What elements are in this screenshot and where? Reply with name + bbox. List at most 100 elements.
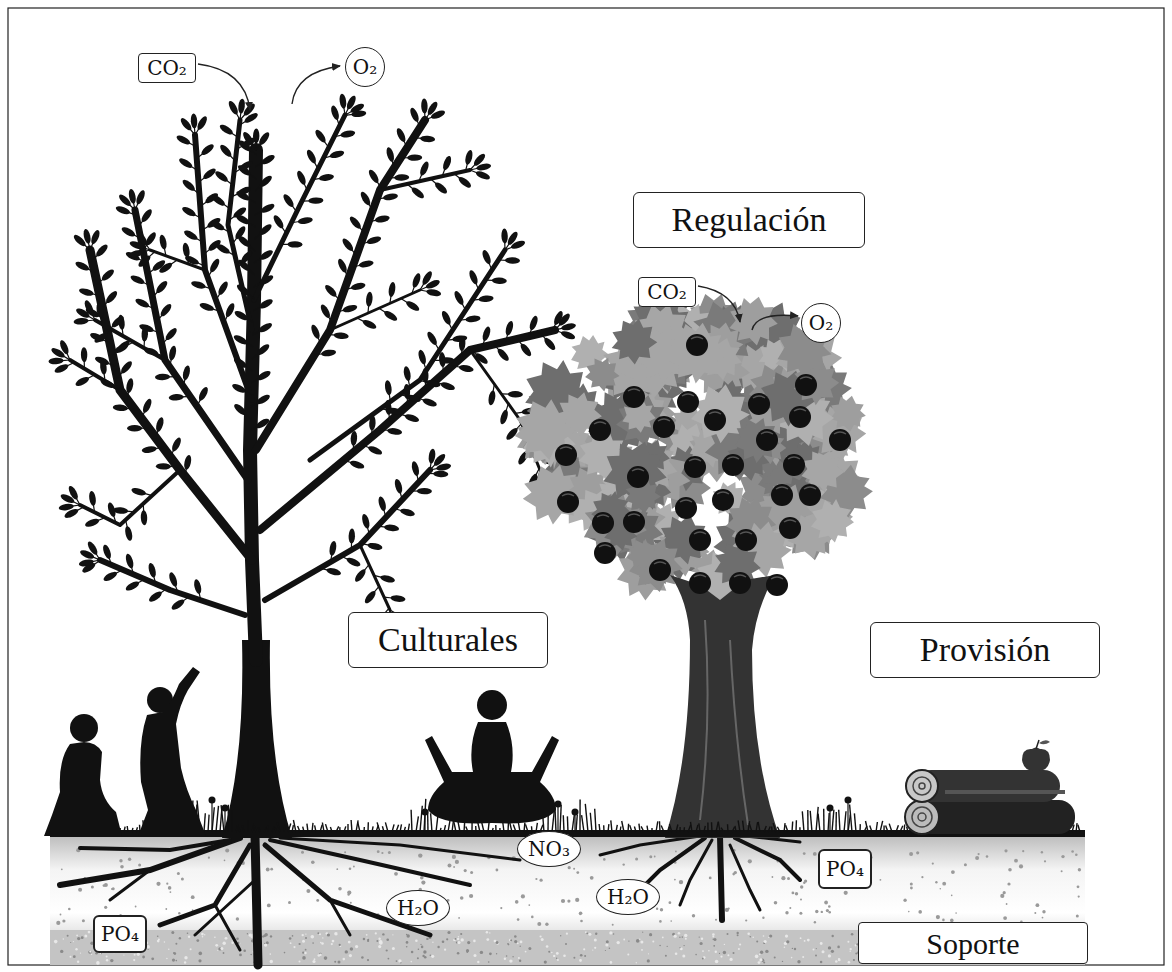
leaf bbox=[505, 257, 520, 264]
grass-blade bbox=[850, 805, 852, 833]
fruit-highlight bbox=[597, 515, 609, 517]
fruit-highlight bbox=[562, 494, 574, 496]
gravel-dot bbox=[540, 935, 542, 937]
gravel-dot bbox=[407, 934, 410, 937]
grass-blade bbox=[870, 825, 872, 832]
flower-stem bbox=[211, 800, 212, 832]
leaf bbox=[404, 413, 420, 424]
grass-blade bbox=[764, 826, 766, 832]
gravel-dot bbox=[249, 934, 252, 937]
grass-blade bbox=[499, 828, 501, 832]
soil-dot bbox=[670, 920, 672, 922]
leaf bbox=[353, 568, 367, 584]
leaf bbox=[339, 93, 348, 109]
leaf bbox=[367, 542, 383, 551]
gravel-dot bbox=[174, 952, 177, 955]
gravel-dot bbox=[764, 940, 767, 943]
frame bbox=[8, 8, 1164, 965]
gravel-dot bbox=[565, 943, 567, 945]
leaf bbox=[367, 168, 380, 184]
leaf bbox=[99, 377, 115, 389]
grass-blade bbox=[567, 816, 569, 832]
leaf bbox=[214, 169, 230, 183]
soil-dot bbox=[455, 860, 459, 864]
soil-dot bbox=[921, 876, 923, 878]
tree-branch bbox=[330, 290, 420, 330]
soil-dot bbox=[803, 852, 806, 855]
leaf bbox=[128, 249, 144, 259]
leaf bbox=[179, 116, 193, 132]
leaf bbox=[458, 364, 474, 373]
soil-dot bbox=[844, 891, 848, 895]
gravel-dot bbox=[188, 936, 190, 938]
leaf bbox=[141, 445, 157, 454]
soil-dot bbox=[1008, 868, 1012, 872]
gravel-dot bbox=[712, 935, 714, 937]
gravel-dot bbox=[290, 942, 292, 944]
gravel-dot bbox=[662, 937, 664, 939]
soil-dot bbox=[178, 912, 180, 914]
soil-dot bbox=[656, 908, 658, 910]
gravel-dot bbox=[665, 955, 667, 957]
fruit bbox=[649, 559, 671, 581]
leaf bbox=[403, 366, 412, 382]
gravel-dot bbox=[172, 959, 175, 962]
leaf bbox=[308, 197, 323, 204]
soil-dot bbox=[236, 917, 239, 920]
gravel-dot bbox=[305, 949, 307, 951]
leaf bbox=[272, 214, 286, 230]
soil-dot bbox=[225, 849, 229, 853]
leaf bbox=[58, 339, 70, 355]
grass-blade bbox=[372, 826, 373, 832]
fruit-highlight bbox=[654, 562, 666, 564]
gravel-dot bbox=[760, 951, 763, 954]
leaf bbox=[421, 98, 428, 113]
grass-blade bbox=[408, 824, 409, 832]
grass-blade bbox=[382, 826, 384, 832]
flower bbox=[422, 809, 429, 816]
grass-blade bbox=[627, 824, 629, 832]
gravel-dot bbox=[609, 931, 612, 934]
fruit bbox=[555, 444, 577, 466]
gravel-dot bbox=[80, 953, 81, 954]
leaf bbox=[232, 206, 248, 220]
gravel-dot bbox=[81, 936, 84, 939]
soil-dot bbox=[521, 894, 525, 898]
fruit bbox=[689, 529, 711, 551]
tree-branch bbox=[100, 560, 245, 615]
gravel-dot bbox=[510, 939, 512, 941]
leaf bbox=[410, 186, 426, 200]
soil-dot bbox=[1075, 854, 1078, 857]
gravel-dot bbox=[467, 941, 470, 944]
soil-dot bbox=[1077, 885, 1080, 888]
grass-blade bbox=[231, 810, 233, 832]
leaf bbox=[256, 369, 272, 382]
fruit-highlight bbox=[734, 575, 746, 577]
grass-blade bbox=[603, 825, 605, 832]
grass-blade bbox=[777, 827, 780, 832]
grass-blade bbox=[136, 827, 138, 832]
soil-dot bbox=[575, 898, 579, 902]
gravel-dot bbox=[361, 956, 364, 959]
leaf bbox=[158, 261, 174, 275]
gravel-dot bbox=[642, 932, 643, 933]
soil-dot bbox=[916, 851, 919, 854]
gravel-dot bbox=[489, 932, 490, 933]
gravel-dot bbox=[305, 937, 307, 939]
gravel-dot bbox=[609, 947, 611, 949]
gravel-dot bbox=[682, 936, 684, 938]
soil-dot bbox=[388, 851, 391, 854]
leaf bbox=[227, 100, 240, 116]
grass-blade bbox=[784, 823, 785, 832]
gravel-dot bbox=[855, 952, 857, 954]
gravel-dot bbox=[640, 941, 643, 944]
soil-dot bbox=[955, 912, 957, 914]
tree-branch bbox=[228, 120, 252, 330]
grass-blade bbox=[416, 816, 418, 832]
leaf bbox=[115, 205, 131, 216]
fruit-highlight bbox=[658, 419, 670, 421]
soil-dot bbox=[785, 911, 788, 914]
soil-dot bbox=[460, 896, 464, 900]
gravel-dot bbox=[769, 934, 772, 937]
